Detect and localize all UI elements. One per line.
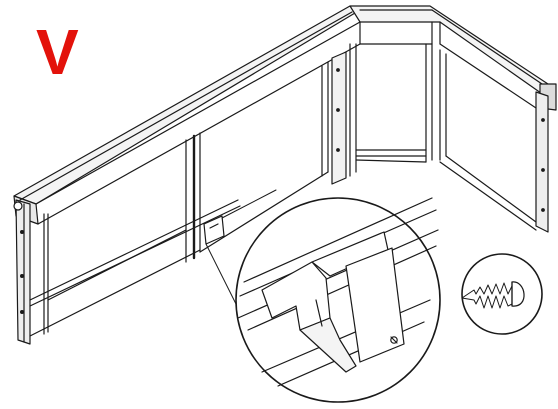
screw-icon xyxy=(461,253,543,335)
mounting-clip-icon xyxy=(235,197,441,403)
step-label: V xyxy=(36,16,79,88)
corner-enclosure-frame-icon xyxy=(13,5,557,345)
clip-location-marker xyxy=(203,189,277,313)
